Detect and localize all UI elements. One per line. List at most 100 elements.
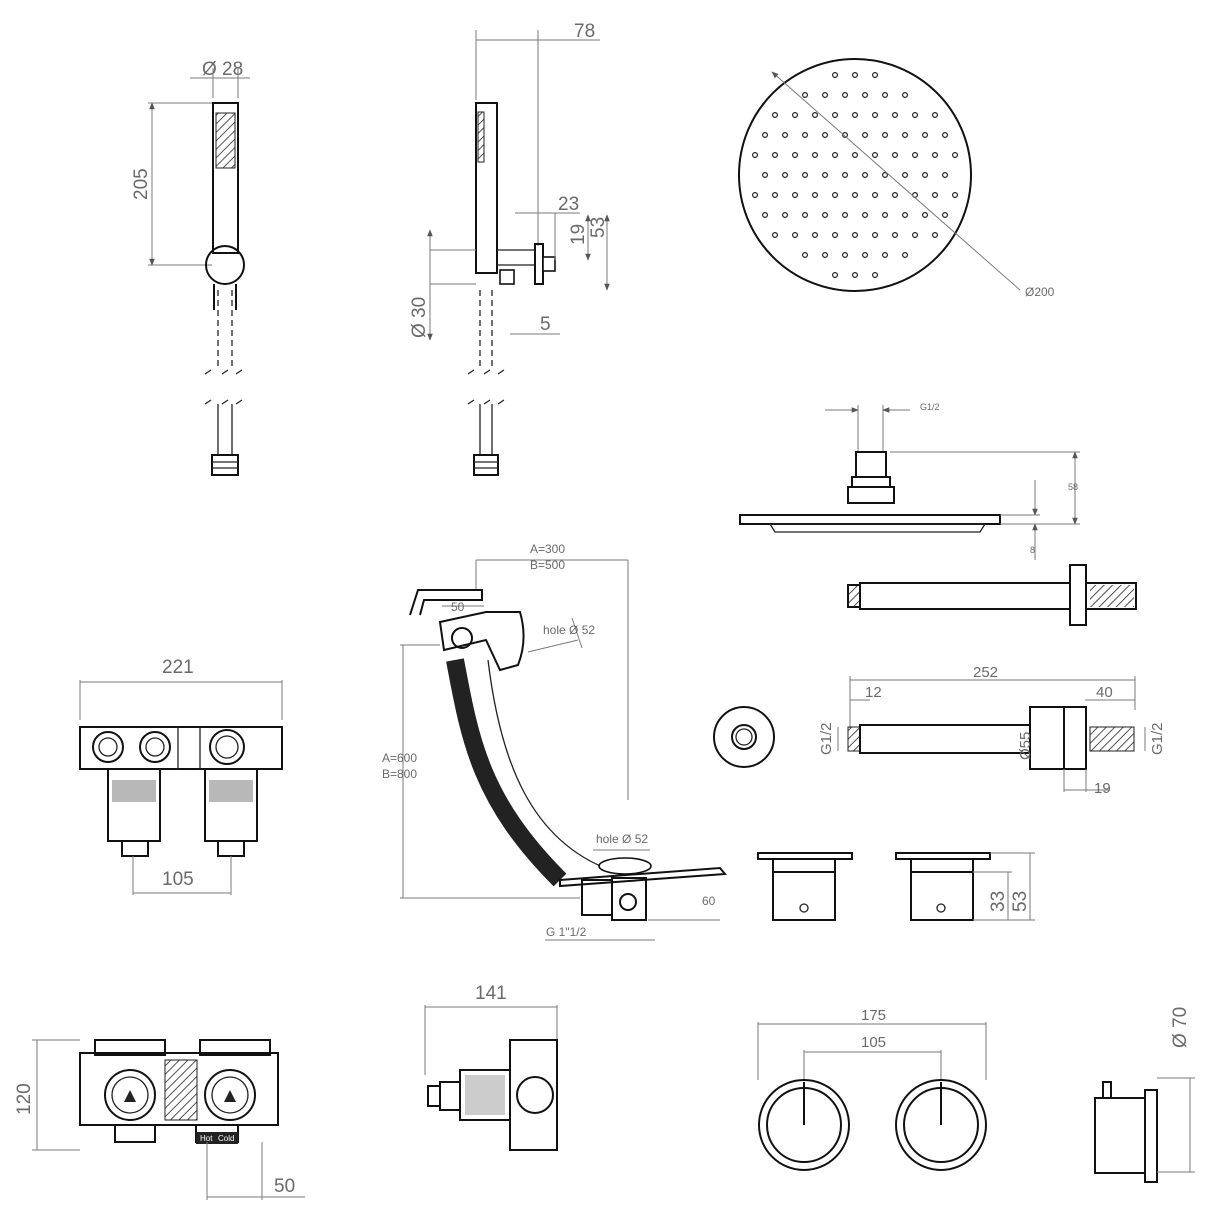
nozzle [811, 192, 818, 199]
nozzle [941, 172, 948, 179]
nozzle [891, 111, 898, 118]
shower-head-side-view: G1/2 58 8 [739, 402, 1080, 560]
nozzle [771, 152, 778, 159]
nozzle [831, 272, 838, 279]
nozzle [831, 71, 838, 78]
hole-waste-label: hole Ø 52 [596, 832, 648, 846]
nozzle [781, 132, 788, 139]
side-depth-label: 78 [574, 21, 595, 42]
nozzle [931, 152, 938, 159]
nozzle [861, 132, 868, 139]
nozzle [871, 71, 878, 78]
nozzle [821, 132, 828, 139]
dim-53-label: 53 [588, 217, 609, 238]
flange-diameter-label: Ø55 [1017, 732, 1034, 760]
nozzle [911, 111, 918, 118]
arm-thread-right-label: G1/2 [1149, 722, 1166, 755]
nozzle-grid [751, 71, 958, 279]
nozzle [841, 252, 848, 259]
nozzle [781, 212, 788, 219]
nozzle [801, 252, 808, 259]
nozzle [831, 232, 838, 239]
nozzle [801, 172, 808, 179]
nozzle [831, 152, 838, 159]
nozzle [811, 111, 818, 118]
handset-height-label: 205 [131, 168, 152, 200]
handle-53-label: 53 [1010, 891, 1031, 912]
nozzle [871, 272, 878, 279]
nozzle [851, 111, 858, 118]
top-depth-label: 50 [274, 1176, 295, 1197]
nozzle [791, 152, 798, 159]
double-valve-top: 120 Hot Cold 50 [14, 1039, 305, 1200]
nozzle [791, 232, 798, 239]
nozzle [931, 111, 938, 118]
nozzle [951, 152, 958, 159]
shower-arm-top [847, 564, 1137, 626]
arm-thread-left-label: G1/2 [818, 722, 835, 755]
nozzle [901, 212, 908, 219]
nozzle [931, 232, 938, 239]
reach-a-label: A=300 [530, 542, 565, 556]
nozzle [821, 91, 828, 98]
nozzle [751, 152, 758, 159]
nozzle [931, 192, 938, 199]
faceplate-centres-label: 105 [861, 1034, 886, 1051]
round-shower-head: Ø200 [738, 58, 1055, 299]
nozzle [911, 232, 918, 239]
dim-19-label: 19 [568, 224, 589, 245]
handset-front-view: Ø 28 205 [131, 59, 250, 476]
nozzle [821, 252, 828, 259]
nozzle [831, 111, 838, 118]
nozzle [771, 232, 778, 239]
nozzle [881, 212, 888, 219]
flange-depth-label: 19 [1094, 780, 1111, 797]
control-handles-side: 33 53 [757, 852, 1035, 921]
nozzle [901, 172, 908, 179]
arm-nut-label: 12 [865, 684, 882, 701]
nozzle [791, 192, 798, 199]
nozzle [851, 152, 858, 159]
label-hot: Hot [200, 1134, 213, 1143]
height-a-label: A=600 [382, 751, 417, 765]
reach-b-label: B=500 [530, 558, 565, 572]
nozzle [851, 232, 858, 239]
nozzle [861, 252, 868, 259]
label-cold: Cold [218, 1134, 234, 1143]
control-side-view: Ø 70 [1094, 1007, 1195, 1183]
single-width-label: 141 [475, 983, 507, 1004]
nozzle [901, 91, 908, 98]
hole-top-label: hole Ø 52 [543, 623, 595, 637]
nozzle [821, 212, 828, 219]
dim-30-label: Ø 30 [409, 297, 430, 338]
nozzle [881, 91, 888, 98]
nozzle [851, 71, 858, 78]
nozzle [871, 152, 878, 159]
nozzle [911, 152, 918, 159]
head-height-label: 58 [1068, 482, 1078, 492]
wall-flange-front [713, 706, 775, 768]
waste-thread-label: G 1"1/2 [546, 925, 587, 939]
handset-diameter-label: Ø 28 [202, 59, 243, 80]
bath-filler: A=300 B=500 50 hole Ø 52 A=600 B=800 hol… [382, 542, 728, 941]
plate-thickness-label: 8 [1030, 545, 1035, 555]
nozzle [941, 212, 948, 219]
nozzle [921, 212, 928, 219]
nozzle [861, 212, 868, 219]
nozzle [801, 91, 808, 98]
nozzle [851, 272, 858, 279]
nozzle [801, 212, 808, 219]
nozzle [761, 132, 768, 139]
handset-side-view: 78 23 19 53 Ø 30 5 [409, 21, 610, 476]
nozzle [841, 91, 848, 98]
overflow-label: 50 [451, 600, 465, 614]
nozzle [871, 192, 878, 199]
nozzle [881, 252, 888, 259]
nozzle [761, 212, 768, 219]
arm-wall-label: 40 [1096, 684, 1113, 701]
nozzle [841, 172, 848, 179]
control-diameter-label: Ø 70 [1170, 1007, 1191, 1048]
nozzle [901, 132, 908, 139]
nozzle [751, 192, 758, 199]
